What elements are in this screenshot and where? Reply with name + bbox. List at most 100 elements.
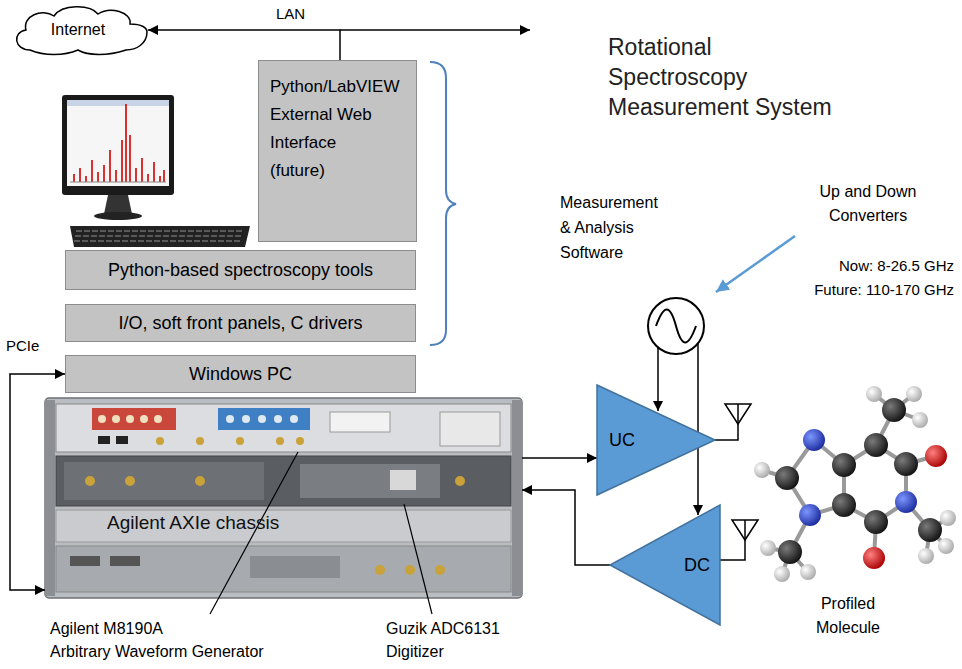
chassis-photo [126,415,134,423]
chassis-photo [236,437,244,445]
chassis-photo [98,436,110,444]
text-line: Rotational [608,32,832,62]
node-text: I/O, soft front panels, C drivers [118,312,362,335]
chassis-photo [375,565,385,575]
text-line: Digitizer [386,640,500,663]
chassis-photo [154,415,162,423]
computer-icon [74,231,244,241]
chassis-photo [110,556,140,566]
text-line: Arbitrary Waveform Generator [50,640,264,663]
downconverter-triangle-outline [610,505,720,625]
oscillator-symbol [656,310,696,343]
text-line: Spectroscopy [608,62,832,92]
oscillator-symbol [648,298,704,354]
node-text: Python/LabVIEW External Web Interface (f… [270,73,399,185]
chassis-photo [196,437,204,445]
text-line: Converters [790,204,946,228]
chassis-photo [140,415,148,423]
chassis-photo [56,404,511,452]
connector-line [10,374,65,590]
chassis-photo [290,415,298,423]
molecule-illustration [925,445,947,467]
cloud-shape-outline [17,7,147,55]
chassis-photo [226,415,234,423]
chassis-photo [98,415,106,423]
computer-icon [70,226,250,247]
software-bracket [430,62,456,345]
chassis-photo [455,476,465,486]
upconverter-triangle-outline [597,385,715,495]
chassis-photo [64,462,264,500]
molecule-illustration [894,452,918,476]
software-bracket [430,62,456,345]
process-box: Windows PC [65,355,416,393]
text-line: Up and Down [790,180,946,204]
molecule-illustration [882,398,906,422]
oscillator-symbol [697,343,699,515]
molecule-illustration [864,433,888,457]
computer-icon [70,182,166,183]
network-label: LAN [276,4,305,23]
molecule-illustration [906,386,922,402]
text-line: Measurement [560,190,658,215]
chassis-photo [405,565,415,575]
molecule-illustration [760,540,776,556]
part-label: Agilent M8190A Arbitrary Waveform Genera… [50,617,264,663]
node-text: UC [609,429,635,452]
molecule-illustration [863,547,885,569]
chassis-photo [56,546,511,592]
node-text: DC [684,554,710,577]
chassis-photo [250,556,340,578]
molecule-illustration [778,540,802,564]
chassis-photo [276,437,284,445]
node-text: Agilent AXIe chassis [107,511,279,535]
oscillator-symbol [648,298,704,515]
chassis-photo [45,398,522,598]
chassis-photo [45,398,522,598]
chassis-photo [512,400,522,596]
chassis-photo [435,565,445,575]
chassis-photo [300,464,440,498]
computer-icon [62,95,250,247]
text-line: Guzik ADC6131 [386,617,500,640]
text-line: External Web [270,101,399,129]
antenna-symbol [732,520,758,540]
cloud-shape: Internet [8,4,148,56]
text-line: Molecule [800,616,896,640]
upconverter-triangle: UC [597,385,715,495]
text-line: Interface [270,129,399,157]
lan-line [340,30,530,31]
computer-icon [67,100,169,186]
diagram-title: Rotational Spectroscopy Measurement Syst… [608,32,832,122]
node-text: Internet [51,20,105,40]
node-text: Python-based spectroscopy tools [108,259,373,282]
part-label: Guzik ADC6131 Digitizer [386,617,500,663]
text-line: Python/LabVIEW [270,73,399,101]
chassis-photo [296,437,304,445]
chassis-photo [330,412,390,432]
connector-line [522,490,610,565]
process-box: Python/LabVIEW External Web Interface (f… [258,60,417,242]
molecule-illustration [775,466,799,490]
callout-label: Up and Down Converters [790,180,946,228]
chassis-photo [390,470,416,490]
chassis-photo [156,437,164,445]
molecule-illustration [864,510,888,534]
text-line: Agilent M8190A [50,617,264,640]
molecule-illustration [912,412,928,428]
frequency-note: Now: 8-26.5 GHz [839,256,954,275]
chassis-photo [45,400,55,596]
molecule-illustration [762,394,948,574]
antenna-symbol [715,404,738,440]
molecule-illustration [803,429,825,451]
callout-arrow [716,236,795,292]
bus-label: PCIe [6,336,39,355]
connector-line [148,30,340,60]
computer-icon [104,195,132,214]
molecule-illustration [895,491,917,513]
molecule-illustration [832,493,856,517]
molecule-illustration [940,510,956,526]
process-box: Python-based spectroscopy tools [65,250,416,290]
molecule-illustration [832,453,856,477]
